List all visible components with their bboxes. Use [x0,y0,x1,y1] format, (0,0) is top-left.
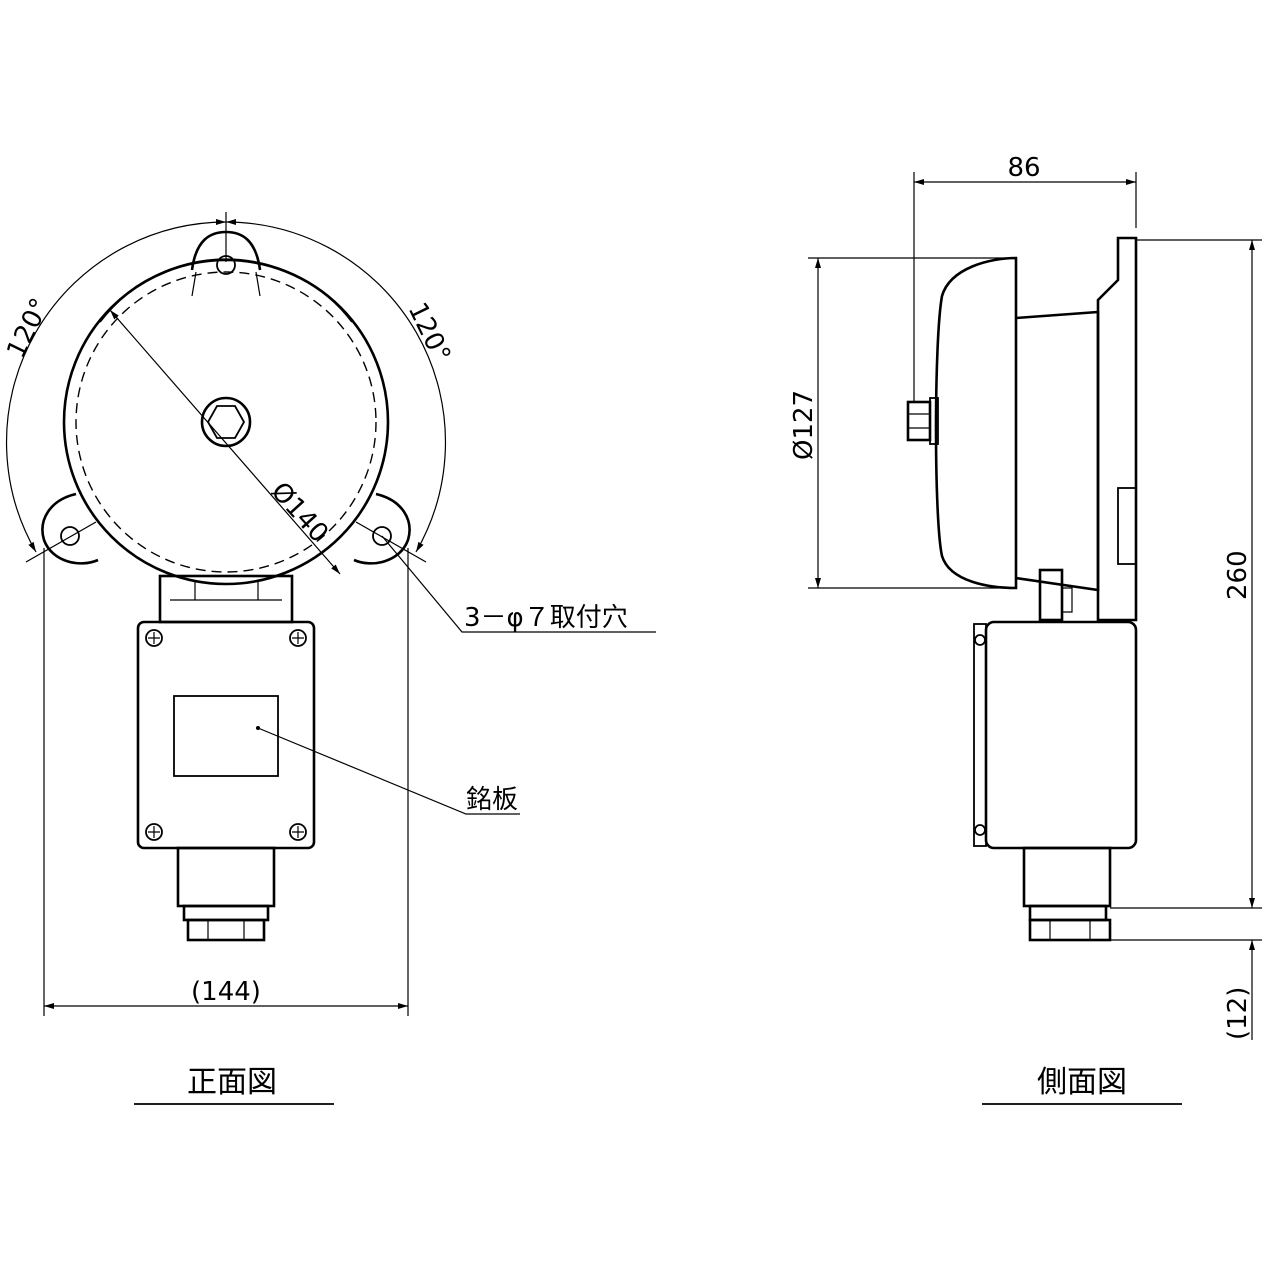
angle-arc-right [225,219,446,553]
nameplate-leader [257,727,520,815]
side-bell-profile [934,256,1018,590]
left-mounting-hole [60,526,80,546]
terminal-box [136,620,316,850]
screw-bottom-left-icon [145,823,163,841]
dim-width-text: (144) [191,977,261,1007]
dim-side-diameter-text: Ø127 [789,390,819,460]
holes-leader [381,535,656,633]
gong-rim-arc [99,258,353,323]
screw-top-right-icon [289,629,307,647]
angle-left-text: 120° [1,294,55,363]
dim-height-text: 260 [1223,550,1253,600]
angle-right-text: 120° [402,298,456,367]
front-gland-cap [186,918,266,942]
front-gland-body [176,846,276,908]
left-mounting-lug [41,492,99,565]
side-neck [1038,568,1064,622]
dim-bottom-text: (12) [1223,987,1253,1040]
side-terminal-flange [973,623,987,847]
centre-nut-hex [206,405,246,439]
bell-outer-circle [62,258,390,586]
side-view-title: 側面図 [1037,1065,1127,1100]
front-view-title: 正面図 [187,1065,277,1100]
side-gland-body [1022,846,1112,908]
side-gland-nut [1028,904,1108,922]
side-bolt-washer [929,397,939,445]
dim-depth-text: 86 [1007,153,1040,183]
side-housing [1015,310,1100,592]
right-mounting-lug [353,492,411,565]
wall-plate [1096,236,1138,622]
holes-label: 3－φ７取付穴 [464,603,628,633]
wall-plate-slot [1117,487,1137,565]
front-view: Ø140 120° 120° 3－φ７取付穴 銘板 (144) 正面図 [1,212,656,1105]
side-terminal-box [984,620,1138,850]
angle-arc-left [6,219,227,553]
screw-bottom-right-icon [289,823,307,841]
dim-diameter-text: Ø140 [265,477,334,549]
nameplate [173,695,279,777]
front-gland-nut [182,904,270,922]
side-bolt-hex [906,400,932,442]
screw-top-left-icon [145,629,163,647]
side-view: 86 Ø127 260 (12) 側面図 [789,153,1262,1105]
side-gland-cap [1028,918,1112,942]
nameplate-label: 銘板 [466,785,518,815]
